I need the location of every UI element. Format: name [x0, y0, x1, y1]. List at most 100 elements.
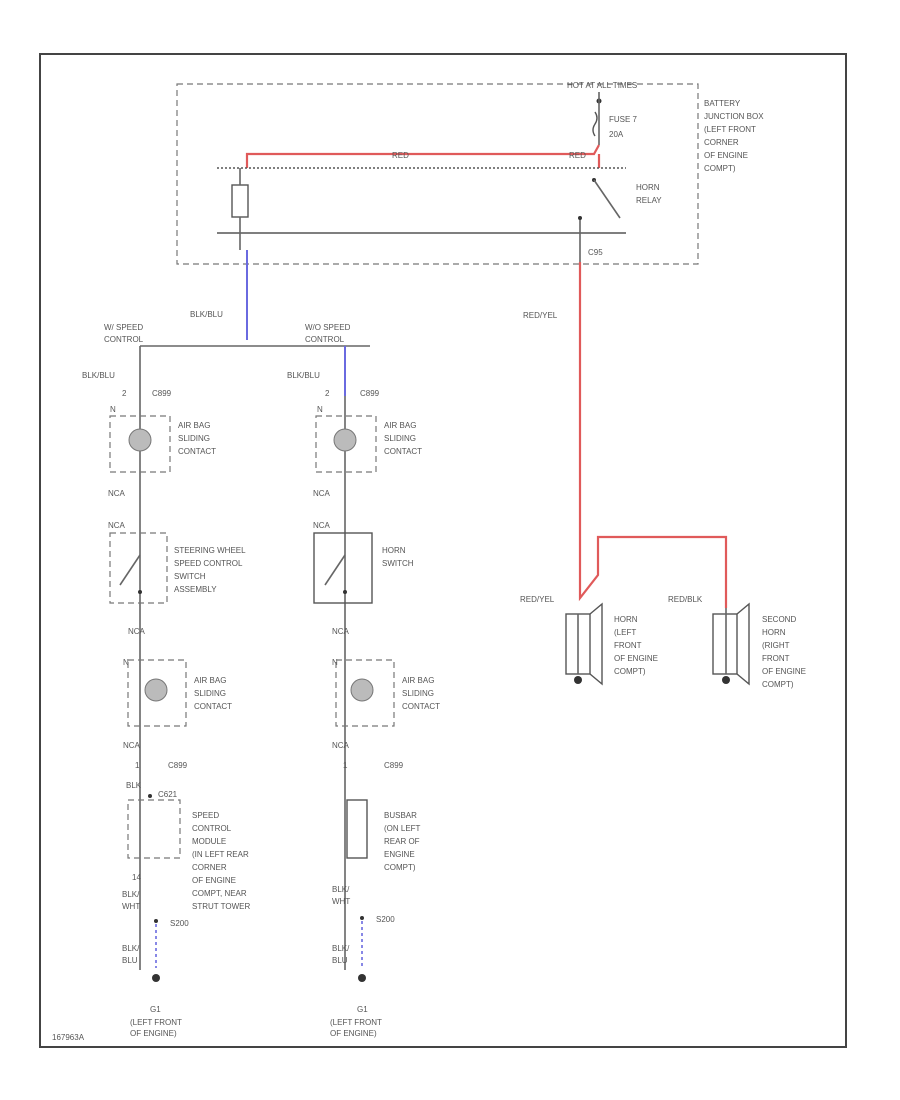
- horn-right-bell: [736, 602, 750, 686]
- right-connector-top: C899: [360, 389, 380, 398]
- fuse-label: FUSE 7: [609, 115, 638, 124]
- left-switch-label-1: STEERING WHEEL: [174, 546, 246, 555]
- left-switch-box: [109, 532, 168, 604]
- jb-title-3: (LEFT FRONT: [704, 125, 756, 134]
- right-nca-1: NCA: [313, 489, 331, 498]
- relay-switch-arm: [593, 179, 621, 219]
- right-nca-4: NCA: [332, 741, 350, 750]
- horn-left-label-4: OF ENGINE: [614, 654, 658, 663]
- junction-box-outline: [176, 83, 699, 265]
- right-blk-blu-2: BLU: [332, 956, 348, 965]
- right-airbag-top-2: SLIDING: [384, 434, 416, 443]
- left-connector-mid: C899: [168, 761, 188, 770]
- left-airbag-top-box: [109, 415, 171, 473]
- busbar-box: [346, 799, 368, 859]
- wo-speed-control-2: CONTROL: [305, 335, 345, 344]
- horn-switch-label-1: HORN: [382, 546, 406, 555]
- horn-left-ground: [574, 676, 582, 684]
- right-nca-3: NCA: [332, 627, 350, 636]
- left-wire-blk: BLK: [126, 781, 142, 790]
- right-airbag-top-box: [315, 415, 377, 473]
- left-pin-top: 2: [122, 389, 127, 398]
- right-nca-2: NCA: [313, 521, 331, 530]
- right-airbag-top-symbol: [333, 428, 357, 452]
- relay-contact-bottom: [578, 216, 582, 220]
- jb-title-6: COMPT): [704, 164, 736, 173]
- horn-right-body: [712, 613, 738, 675]
- junction-box-title: BATTERY JUNCTION BOX (LEFT FRONT CORNER …: [704, 99, 764, 173]
- red-yel-top-label: RED/YEL: [523, 311, 558, 320]
- module-label-8: STRUT TOWER: [192, 902, 250, 911]
- left-blk-blu-label: BLK/BLU: [82, 371, 115, 380]
- left-blk-wht-2: WHT: [122, 902, 140, 911]
- left-blk-wht-1: BLK/: [122, 890, 140, 899]
- horn-right-label-6: COMPT): [762, 680, 794, 689]
- jb-title-4: CORNER: [704, 138, 739, 147]
- left-nca-1: NCA: [108, 489, 126, 498]
- left-switch-label-3: SWITCH: [174, 572, 206, 581]
- left-airbag-top-1: AIR BAG: [178, 421, 210, 430]
- horn-switch-label-2: SWITCH: [382, 559, 414, 568]
- right-ground-id: G1: [357, 1005, 368, 1014]
- module-label-1: SPEED: [192, 811, 219, 820]
- right-switch-arm: [324, 554, 346, 586]
- horn-left-wire-label: RED/YEL: [520, 595, 555, 604]
- red-wire-top: [245, 144, 600, 168]
- red-wire-label-2: RED: [569, 151, 586, 160]
- left-connector-c621: C621: [158, 790, 178, 799]
- right-ground-symbol: [358, 974, 366, 982]
- horn-right-label-5: OF ENGINE: [762, 667, 806, 676]
- relay-label-1: HORN: [636, 183, 660, 192]
- left-switch-arm: [119, 554, 141, 586]
- right-airbag-top-3: CONTACT: [384, 447, 422, 456]
- w-speed-control-2: CONTROL: [104, 335, 144, 344]
- left-airbag-bottom-2: SLIDING: [194, 689, 226, 698]
- left-pin-1: 1: [135, 761, 140, 770]
- right-airbag-bottom-2: SLIDING: [402, 689, 434, 698]
- horn-left-label-5: COMPT): [614, 667, 646, 676]
- left-nca-2: NCA: [108, 521, 126, 530]
- hot-at-all-times-label: HOT AT ALL TIMES: [567, 81, 637, 90]
- left-airbag-top-3: CONTACT: [178, 447, 216, 456]
- left-ground-id: G1: [150, 1005, 161, 1014]
- left-pin-14: 14: [132, 873, 141, 882]
- right-pin-n: N: [317, 405, 323, 414]
- left-airbag-bottom-1: AIR BAG: [194, 676, 226, 685]
- right-connector-mid: C899: [384, 761, 404, 770]
- right-airbag-bottom-3: CONTACT: [402, 702, 440, 711]
- module-label-6: OF ENGINE: [192, 876, 236, 885]
- left-blk-blu-1: BLK/: [122, 944, 140, 953]
- diagram-frame: [39, 53, 847, 1048]
- left-airbag-top-2: SLIDING: [178, 434, 210, 443]
- module-label-5: CORNER: [192, 863, 227, 872]
- right-splice-label: S200: [376, 915, 395, 924]
- horn-right-wire-label: RED/BLK: [668, 595, 703, 604]
- busbar-label-3: REAR OF: [384, 837, 420, 846]
- jb-title-5: OF ENGINE: [704, 151, 748, 160]
- speed-control-module-box: [127, 799, 181, 859]
- left-nca-3: NCA: [128, 627, 146, 636]
- right-blk-wht-1: BLK/: [332, 885, 350, 894]
- left-splice-label: S200: [170, 919, 189, 928]
- busbar-label-4: ENGINE: [384, 850, 415, 859]
- horn-right-symbol: [712, 602, 750, 686]
- left-switch-label-2: SPEED CONTROL: [174, 559, 243, 568]
- module-label-2: CONTROL: [192, 824, 232, 833]
- left-pin-n-2: N: [123, 658, 129, 667]
- right-switch-contact: [343, 590, 347, 594]
- right-blk-blu-1: BLK/: [332, 944, 350, 953]
- right-ground-label-2: OF ENGINE): [330, 1029, 377, 1038]
- left-pin-n: N: [110, 405, 116, 414]
- right-pin-top: 2: [325, 389, 330, 398]
- left-blk-blu-2: BLU: [122, 956, 138, 965]
- horn-left-label-1: HORN: [614, 615, 638, 624]
- left-ground-label-2: OF ENGINE): [130, 1029, 177, 1038]
- right-blk-blu-label: BLK/BLU: [287, 371, 320, 380]
- horn-right-label-3: (RIGHT: [762, 641, 790, 650]
- horn-left-label-2: (LEFT: [614, 628, 636, 637]
- left-ground-label-1: (LEFT FRONT: [130, 1018, 182, 1027]
- right-pin-1: 1: [343, 761, 348, 770]
- left-airbag-bottom-box: [127, 659, 187, 727]
- left-ground-symbol: [152, 974, 160, 982]
